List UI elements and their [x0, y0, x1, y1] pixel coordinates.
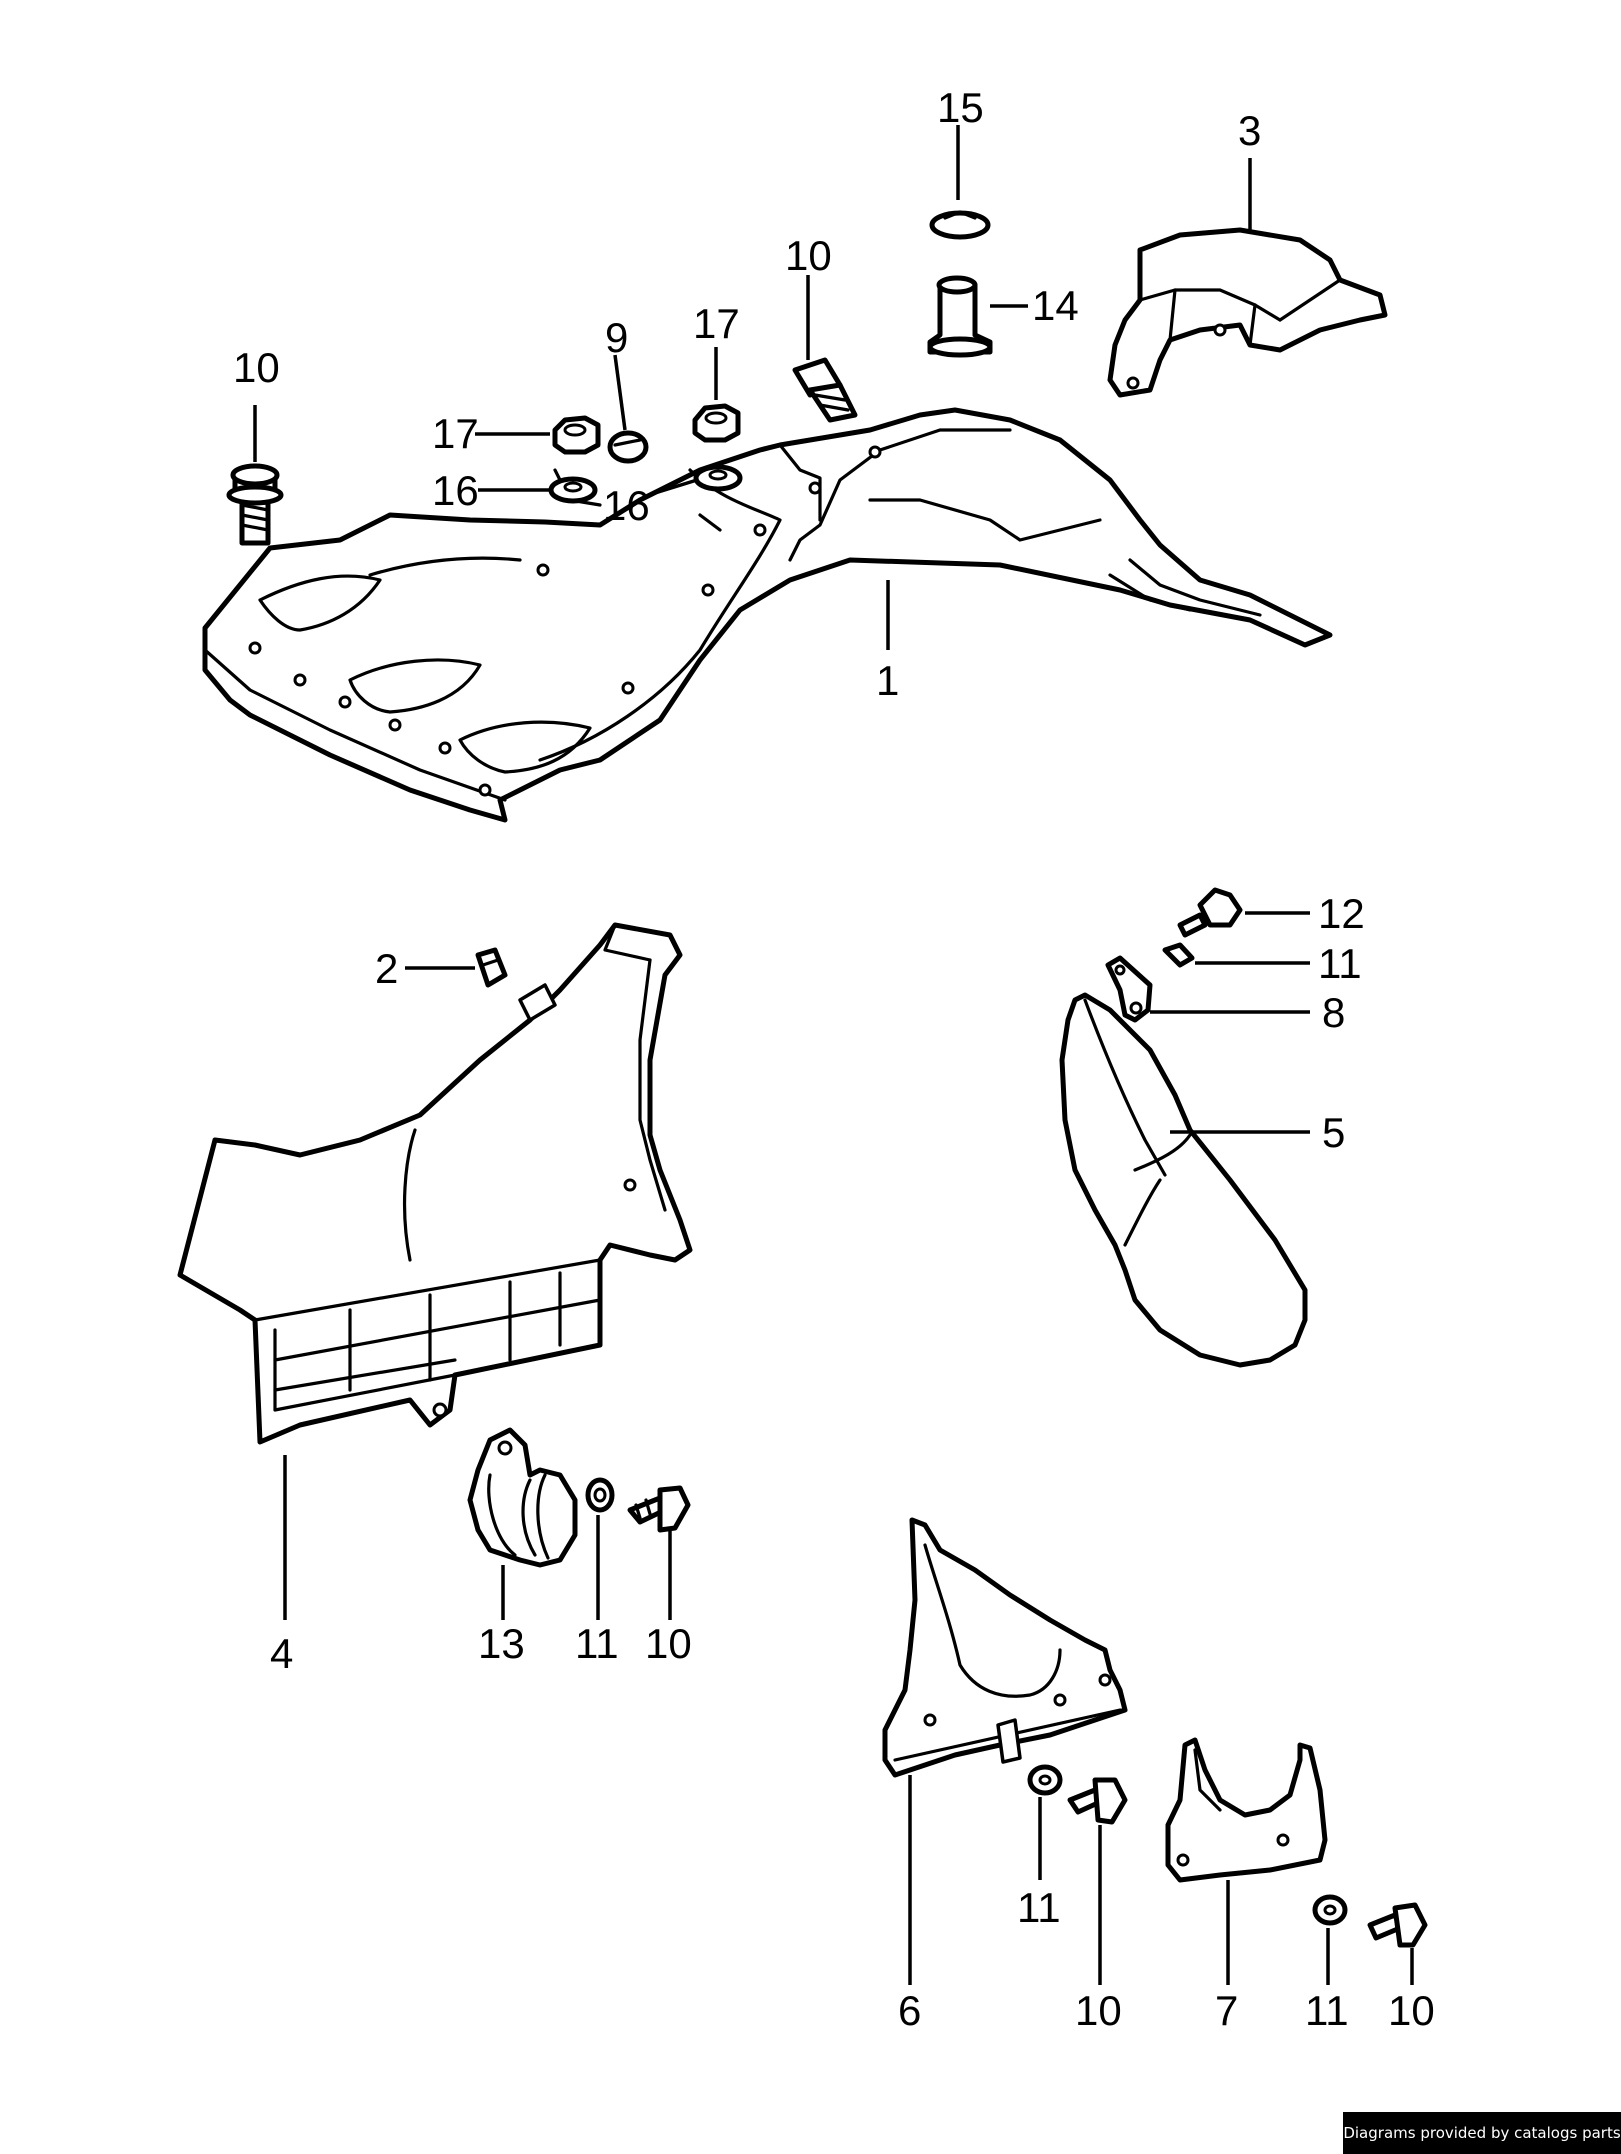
callout-16-left: 16: [432, 467, 479, 514]
part-10-bolt-bottom-right: [1367, 1902, 1428, 1948]
part-10-bolt-mid-left: [627, 1485, 691, 1533]
callout-13: 13: [478, 1620, 525, 1667]
callout-2: 2: [375, 945, 398, 992]
part-7-mud-guard: [1165, 1737, 1328, 1883]
callout-6: 6: [898, 1987, 921, 2034]
callout-7: 7: [1215, 1987, 1238, 2034]
callout-labels: 15 3 14 10 17 9 10 17 16 16 1 2 12 11 8 …: [233, 84, 1435, 2034]
part-8-tab: [1105, 955, 1153, 1023]
part-11-washer-bottom-right: [1312, 1894, 1348, 1926]
callout-10-top-left: 10: [233, 344, 280, 391]
part-2-clip: [475, 947, 508, 988]
callout-11-right: 11: [1318, 940, 1362, 987]
callout-9: 9: [605, 314, 628, 361]
callout-1: 1: [876, 657, 899, 704]
part-6-liner-plate: [882, 1517, 1128, 1778]
part-15-spring-nut: [929, 210, 991, 240]
callout-14: 14: [1032, 282, 1079, 329]
part-11-washer-right-top: [1162, 942, 1195, 968]
callout-5: 5: [1322, 1109, 1345, 1156]
callout-8: 8: [1322, 989, 1345, 1036]
callout-10-mid: 10: [645, 1620, 692, 1667]
callout-15: 15: [937, 84, 984, 131]
part-4-inner-liner: [177, 922, 693, 1445]
part-17-nut-left: [552, 415, 601, 455]
part-10-bolt-bottom-middle: [1067, 1777, 1128, 1825]
part-13-clamp: [467, 1427, 578, 1568]
callout-10-bottom-middle: 10: [1075, 1987, 1122, 2034]
part-9-plug: [607, 430, 649, 464]
part-11-washer-bottom-middle: [1027, 1764, 1063, 1796]
part-17-nut-right: [692, 403, 741, 443]
part-1-wheel-housing-liner: [202, 407, 1333, 823]
callout-10-top-middle: 10: [785, 232, 832, 279]
callout-11-bottom-middle: 11: [1017, 1884, 1061, 1931]
leader-lines: [253, 125, 1414, 1985]
part-14-spacer-sleeve: [927, 275, 993, 358]
part-12-screw: [1177, 887, 1243, 938]
callout-10-bottom-right: 10: [1388, 1987, 1435, 2034]
callout-4: 4: [270, 1630, 293, 1677]
part-11-washer-mid-left: [585, 1477, 615, 1513]
callout-12: 12: [1318, 890, 1365, 937]
credit-banner: Diagrams provided by catalogs parts: [1343, 2112, 1621, 2154]
callout-11-bottom-right: 11: [1305, 1987, 1349, 2034]
part-3-bracket: [1107, 227, 1388, 398]
part-10-bolt-top-left: [226, 463, 284, 546]
part-16-washer-left: [548, 476, 598, 504]
part-16-washer-right: [693, 464, 743, 492]
callout-3: 3: [1238, 107, 1261, 154]
part-5-shell: [1059, 992, 1308, 1368]
callout-17-right: 17: [693, 300, 740, 347]
callout-16-right: 16: [603, 482, 650, 529]
part-10-bolt-top-middle: [792, 357, 858, 423]
callout-11-mid: 11: [575, 1620, 619, 1667]
callout-17-left: 17: [432, 410, 479, 457]
